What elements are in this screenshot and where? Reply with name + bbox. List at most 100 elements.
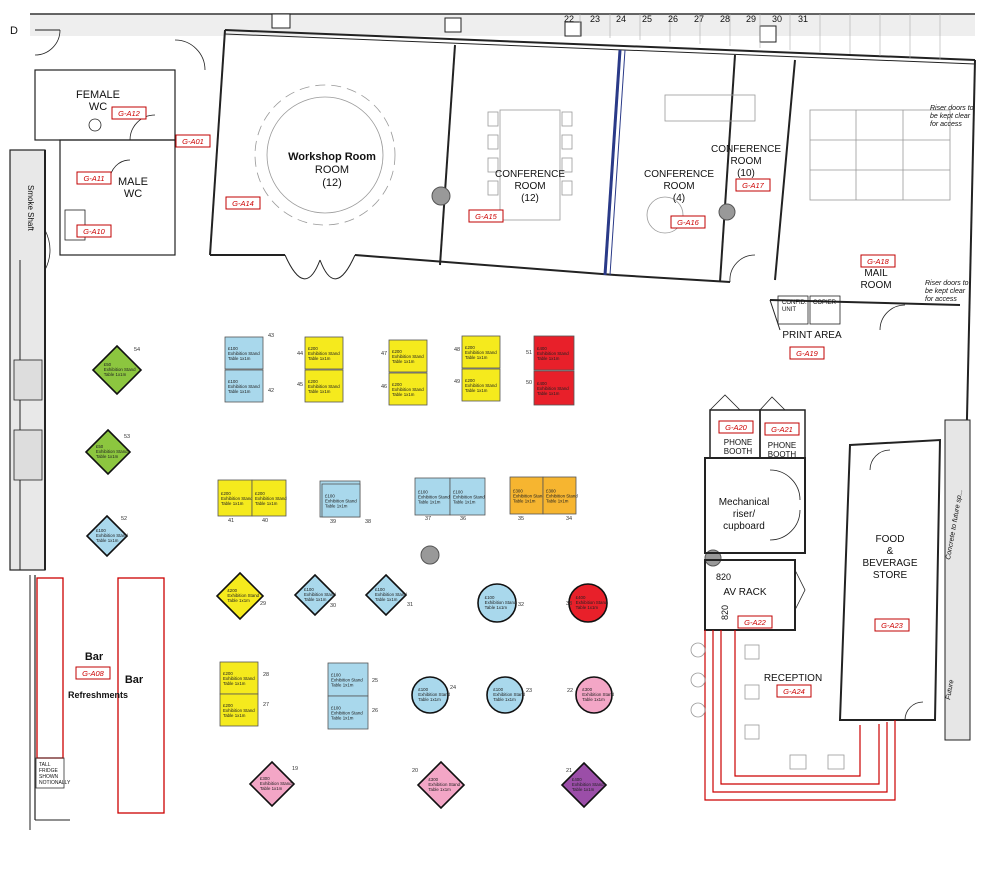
tag-a22-text: G-A22 <box>744 618 767 627</box>
conf-a16-l1: CONFERENCE <box>644 169 714 180</box>
stand-19-label1: Exhibition Stand <box>260 781 292 786</box>
tag-a08: G-A08 <box>75 666 111 680</box>
tag-a21-text: G-A21 <box>771 425 793 434</box>
stand-19-label2: Table 1x1m <box>260 786 283 791</box>
stand-35-label2: Table 1x1m <box>513 499 536 504</box>
tall-fridge-l3: SHOWN <box>39 774 59 780</box>
conf-a15-l2: ROOM <box>514 181 545 192</box>
stand-23-label2: Table 1x1m <box>493 697 516 702</box>
stand-26-num: 26 <box>372 708 378 714</box>
stand-22-num: 22 <box>567 688 573 694</box>
stand-27-code: £200 <box>223 703 233 708</box>
ruler-31: 31 <box>798 14 808 24</box>
right-walls <box>704 59 976 741</box>
stand-49-label2: Table 1x1m <box>465 388 488 393</box>
stand-39-num: 39 <box>330 519 336 525</box>
stand-54-shape <box>91 344 143 396</box>
stand-24-code: £100 <box>418 687 428 692</box>
tag-a15: G-A15 <box>468 209 504 223</box>
tag-a19-text: G-A19 <box>796 349 819 358</box>
stand-30-shape <box>293 573 337 617</box>
print-area: PRINT AREA <box>782 330 842 341</box>
stand-28-label1: Exhibition Stand <box>223 676 255 681</box>
stand-53-shape <box>84 428 132 476</box>
stand-41-label1: Exhibition Stand <box>221 496 253 501</box>
stand-27-label1: Exhibition Stand <box>223 708 255 713</box>
stand-25-label2: Table 1x1m <box>331 683 354 688</box>
copier: COPIER <box>813 300 837 306</box>
stand-51-label1: Exhibition Stand <box>537 351 569 356</box>
stand-52-code: £100 <box>96 528 106 533</box>
stand-40-label1: Exhibition Stand <box>255 496 287 501</box>
ruler-25: 25 <box>642 14 652 24</box>
stand-33-label1: Exhibition Stand <box>576 600 608 605</box>
tag-a18-text: G-A18 <box>867 257 890 266</box>
stand-31-shape <box>364 573 408 617</box>
tag-a18: G-A18 <box>860 254 896 268</box>
stand-21-code: £400 <box>572 777 582 782</box>
stand-53-label1: Exhibition Stand <box>96 449 128 454</box>
stand-37-label2: Table 1x1m <box>418 500 441 505</box>
stand-45-code: £200 <box>308 379 318 384</box>
conf-a17-l1: CONFERENCE <box>711 144 781 155</box>
stand-27-num: 27 <box>263 702 269 708</box>
ruler-24: 24 <box>616 14 626 24</box>
stand-21-label1: Exhibition Stand <box>572 782 604 787</box>
male-wc-l2: WC <box>124 188 142 200</box>
stand-28-label2: Table 1x1m <box>223 681 246 686</box>
stand-37-num: 37 <box>425 516 431 522</box>
stand-34-num: 34 <box>566 516 572 522</box>
stand-51-code: £400 <box>537 346 547 351</box>
stand-43-code: £100 <box>228 346 238 351</box>
tag-a11: G-A11 <box>76 171 112 185</box>
confid-unit-l2: UNIT <box>782 307 796 313</box>
stand-48-label1: Exhibition Stand <box>465 350 497 355</box>
stand-25-label1: Exhibition Stand <box>331 678 363 683</box>
stand-46-label2: Table 1x1m <box>392 392 415 397</box>
stand-29-label1: Exhibition Stand <box>227 593 259 598</box>
stand-45-label1: Exhibition Stand <box>308 384 340 389</box>
stand-54-code: £50 <box>104 362 112 367</box>
stand-42-num: 42 <box>268 388 274 394</box>
tag-a17: G-A17 <box>735 178 771 192</box>
av-820-h: 820 <box>716 572 731 582</box>
stand-40-num: 40 <box>262 518 268 524</box>
riser-top-l1: Riser doors to <box>930 105 974 112</box>
stand-49-label1: Exhibition Stand <box>465 383 497 388</box>
tag-a10-text: G-A10 <box>83 227 106 236</box>
stand-52-label1: Exhibition Stand <box>96 533 128 538</box>
stand-47-code: £200 <box>392 349 402 354</box>
stand-21-label2: Table 1x1m <box>572 787 595 792</box>
tag-a01: G-A01 <box>175 134 211 148</box>
riser-top-l2: be kept clear <box>930 113 971 120</box>
stand-41-num: 41 <box>228 518 234 524</box>
stand-47-label1: Exhibition Stand <box>392 354 424 359</box>
reception-desk <box>704 630 896 801</box>
stand-44-num: 44 <box>297 351 303 357</box>
stand-51-num: 51 <box>526 350 532 356</box>
stand-53-label2: Table 1x1m <box>96 454 119 459</box>
stand-41-code: £200 <box>221 491 231 496</box>
refreshments: Refreshments <box>68 690 128 700</box>
tag-a19: G-A19 <box>789 346 825 360</box>
mechanical-l1: Mechanical <box>719 497 770 508</box>
stand-25-num: 25 <box>372 678 378 684</box>
bar-left: Bar <box>85 651 104 663</box>
stand-42-label1: Exhibition Stand <box>228 384 260 389</box>
stand-19-num: 19 <box>292 766 298 772</box>
corner-letter: D <box>10 25 18 37</box>
stand-35-label1: Exhibition Stand <box>513 494 545 499</box>
